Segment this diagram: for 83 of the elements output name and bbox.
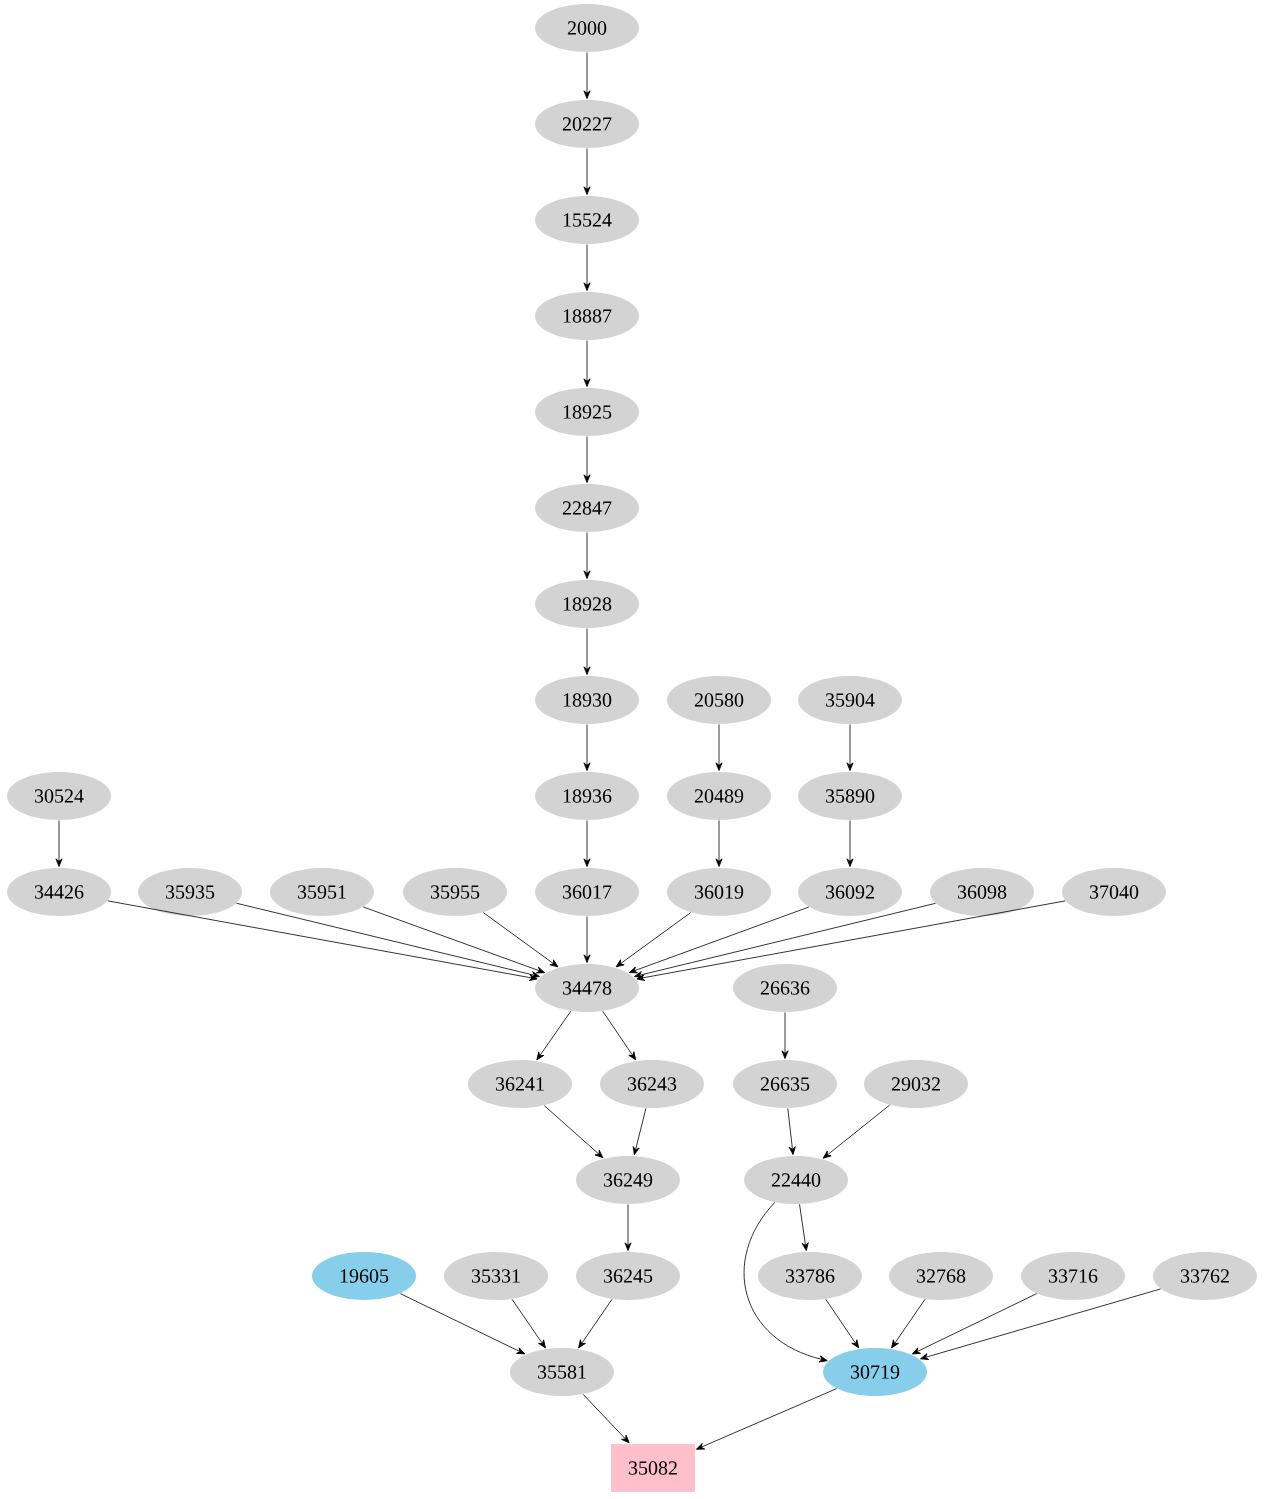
arrow	[632, 1107, 647, 1156]
arrow	[583, 628, 591, 675]
ellipse-node: 36092	[798, 868, 902, 916]
arrow	[582, 1393, 630, 1444]
arrow	[236, 902, 540, 979]
arrow	[55, 820, 63, 867]
ellipse-node: 35951	[270, 868, 374, 916]
ellipse-node: 32768	[889, 1252, 993, 1300]
ellipse-node: 18930	[535, 676, 639, 724]
ellipse-node: 34478	[535, 964, 639, 1012]
arrow	[583, 532, 591, 579]
arrow	[482, 912, 559, 968]
ellipse-node: 18936	[535, 772, 639, 820]
arrow	[583, 820, 591, 867]
arrow	[624, 1204, 632, 1251]
ellipse-node: 2000	[535, 4, 639, 52]
arrow	[583, 340, 591, 387]
ellipse-node: 33786	[758, 1252, 862, 1300]
arrow	[602, 1010, 637, 1061]
arrow	[696, 1388, 837, 1450]
arrow	[825, 1298, 860, 1349]
arrow	[583, 148, 591, 195]
ellipse-node: 33762	[1153, 1252, 1257, 1300]
arrow	[536, 1010, 572, 1061]
arrow	[715, 820, 723, 867]
ellipse-node: 20580	[667, 676, 771, 724]
ellipse-node: 35331	[444, 1252, 548, 1300]
ellipse-node: 19605	[312, 1252, 416, 1300]
arrow	[615, 912, 692, 968]
arrow	[628, 906, 810, 974]
process-box: 35082	[611, 1444, 695, 1492]
ellipse-node: 20227	[535, 100, 639, 148]
ellipse-node: 34426	[7, 868, 111, 916]
arrow	[543, 1105, 604, 1159]
arrow	[636, 900, 1066, 981]
ellipse-node: 26635	[733, 1060, 837, 1108]
ellipse-node: 36245	[576, 1252, 680, 1300]
ellipse-node: 37040	[1062, 868, 1166, 916]
arrow	[583, 724, 591, 771]
ellipse-node: 20489	[667, 772, 771, 820]
arrow	[583, 436, 591, 483]
arrow	[107, 900, 538, 981]
arrow	[822, 1104, 891, 1159]
ellipse-node: 35890	[798, 772, 902, 820]
arrow	[583, 244, 591, 291]
ellipse-node: 36249	[576, 1156, 680, 1204]
arrow	[743, 1201, 828, 1363]
arrow	[846, 724, 854, 771]
arrow	[715, 724, 723, 771]
ellipse-node: 30524	[7, 772, 111, 820]
arrow	[911, 1293, 1038, 1355]
ellipse-node: 22847	[535, 484, 639, 532]
ellipse-node: 33716	[1021, 1252, 1125, 1300]
ellipse-node: 30719	[823, 1348, 927, 1396]
arrow	[920, 1288, 1161, 1360]
arrow	[399, 1293, 526, 1355]
ellipse-node: 36243	[600, 1060, 704, 1108]
ellipse-node: 18925	[535, 388, 639, 436]
ellipse-node: 36241	[468, 1060, 572, 1108]
ellipse-node: 36098	[930, 868, 1034, 916]
arrow	[362, 906, 546, 974]
arrow	[578, 1298, 613, 1349]
ellipse-node: 35955	[403, 868, 507, 916]
arrow	[634, 902, 936, 979]
arrow	[511, 1298, 546, 1349]
arrow	[583, 52, 591, 99]
ellipse-node: 22440	[744, 1156, 848, 1204]
ellipse-node: 35935	[138, 868, 242, 916]
ellipse-node: 35904	[798, 676, 902, 724]
ellipse-node: 29032	[864, 1060, 968, 1108]
ellipse-node: 15524	[535, 196, 639, 244]
ellipse-node: 26636	[733, 964, 837, 1012]
arrow	[891, 1298, 926, 1349]
arrow	[583, 916, 591, 963]
ellipse-node: 36017	[535, 868, 639, 916]
arrow	[781, 1012, 789, 1059]
arrow	[799, 1203, 809, 1251]
ellipse-node: 36019	[667, 868, 771, 916]
arrow	[846, 820, 854, 867]
ellipse-node: 18887	[535, 292, 639, 340]
arrow	[787, 1107, 796, 1155]
ellipse-node: 18928	[535, 580, 639, 628]
ellipse-node: 35581	[510, 1348, 614, 1396]
